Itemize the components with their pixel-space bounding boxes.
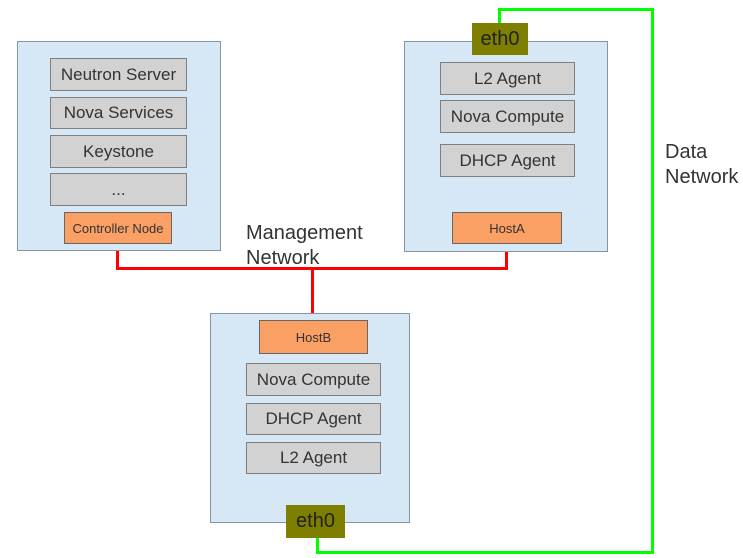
hostb-label: HostB [259,320,368,354]
service-nova-services: Nova Services [50,97,187,129]
service-dhcp-agent-hostb: DHCP Agent [246,403,381,435]
service-dhcp-agent-hosta: DHCP Agent [440,144,575,177]
data-network-line-top [498,8,654,11]
management-network-line-hostb-stub [311,269,314,313]
management-network-line-bus [116,267,508,270]
management-network-line-controller-stub [116,251,119,268]
management-network-line-hosta-stub [505,252,508,268]
hosta-label: HostA [452,212,562,244]
service-nova-compute-hosta: Nova Compute [440,100,575,133]
hosta-node-box: L2 Agent Nova Compute DHCP Agent HostA [404,41,608,252]
service-nova-compute-hostb: Nova Compute [246,363,381,396]
controller-node-box: Neutron Server Nova Services Keystone ..… [17,41,221,251]
hostb-eth0-interface: eth0 [286,505,345,538]
service-neutron-server: Neutron Server [50,58,187,91]
management-network-label: Management Network [246,222,363,269]
data-network-line-right [651,8,654,554]
service-ellipsis: ... [50,173,187,206]
data-network-line-hostb-stub [316,538,319,552]
hostb-node-box: HostB Nova Compute DHCP Agent L2 Agent [210,313,410,523]
service-l2-agent-hosta: L2 Agent [440,62,575,95]
controller-node-label: Controller Node [64,212,172,244]
service-keystone: Keystone [50,135,187,168]
service-l2-agent-hostb: L2 Agent [246,442,381,474]
data-network-label: Data Network [665,141,739,188]
data-network-line-hosta-stub [498,8,501,26]
hosta-eth0-interface: eth0 [472,23,528,55]
data-network-line-bottom [316,551,654,554]
